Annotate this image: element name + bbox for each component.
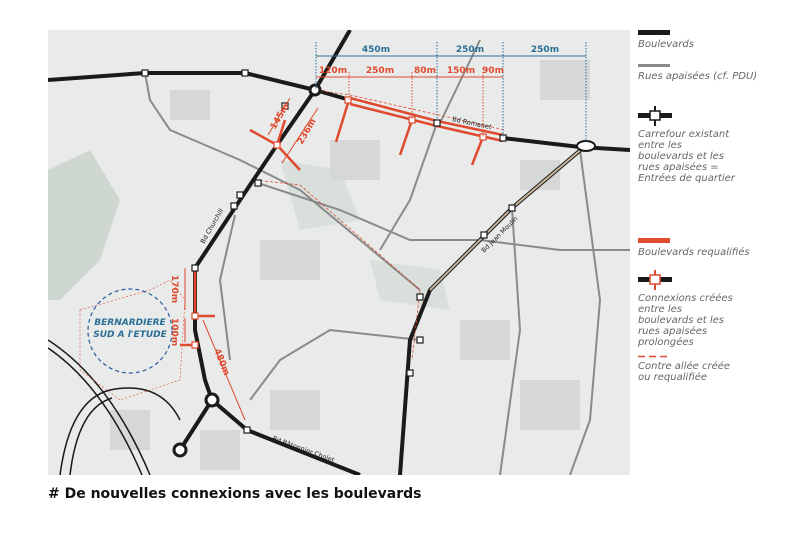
legend-label: Boulevards	[638, 39, 694, 50]
black-bar-icon	[638, 30, 670, 35]
roundabout	[172, 442, 188, 458]
distance-120m: 120m	[319, 66, 347, 76]
roundabout	[204, 392, 220, 408]
distance-450m: 450m	[362, 45, 390, 55]
measure-lines-red	[184, 72, 503, 421]
distance-150m: 150m	[447, 66, 475, 76]
urban-blocks	[110, 60, 590, 470]
legend-item-boulevards-requalifies: Boulevards requalifiés	[638, 238, 798, 258]
black-junction-square-icon	[638, 106, 672, 126]
legend-label: Connexions créées entre les boulevards e…	[638, 293, 733, 348]
legend-item-contre-allee: Contre allée créée ou requalifiée	[638, 355, 798, 383]
map: BERNARDIERE SUD A l'ETUDE	[48, 30, 630, 475]
distance-250m-blue-2: 250m	[531, 45, 559, 55]
legend-label: Contre allée créée ou requalifiée	[638, 361, 731, 383]
legend-label: Boulevards requalifiés	[638, 247, 750, 258]
study-area-circle	[87, 288, 173, 374]
distance-170m: 170m	[169, 275, 179, 303]
legend-item-boulevards: Boulevards	[638, 30, 798, 50]
rues-apaisees	[144, 39, 630, 475]
red-dashed-line-icon	[638, 355, 670, 358]
grey-bar-icon	[638, 64, 670, 67]
caption: # De nouvelles connexions avec les boule…	[48, 486, 422, 502]
distance-250m-red: 250m	[366, 66, 394, 76]
study-area-label-1: BERNARDIERE	[94, 318, 166, 328]
study-area-outline	[79, 279, 186, 401]
contre-allee	[254, 89, 506, 361]
red-bar-icon	[638, 238, 670, 243]
created-connections	[191, 96, 487, 349]
red-junction-square-icon	[638, 270, 672, 290]
legend-item-rues-apaisees: Rues apaisées (cf. PDU)	[638, 64, 798, 82]
roundabout	[308, 83, 322, 97]
highway	[48, 339, 181, 475]
distance-250m-blue: 250m	[456, 45, 484, 55]
distance-100m: 100m	[169, 318, 179, 346]
legend-item-carrefour: Carrefour existant entre les boulevards …	[638, 106, 798, 184]
legend-label: Rues apaisées (cf. PDU)	[638, 71, 758, 82]
measure-lines-blue	[315, 42, 587, 142]
legend-item-connexions: Connexions créées entre les boulevards e…	[638, 270, 798, 348]
legend-label: Carrefour existant entre les boulevards …	[638, 129, 735, 184]
study-area-label-2: SUD A l'ETUDE	[93, 330, 167, 340]
distance-90m: 90m	[482, 66, 504, 76]
roundabout	[576, 140, 596, 152]
distance-80m: 80m	[414, 66, 436, 76]
